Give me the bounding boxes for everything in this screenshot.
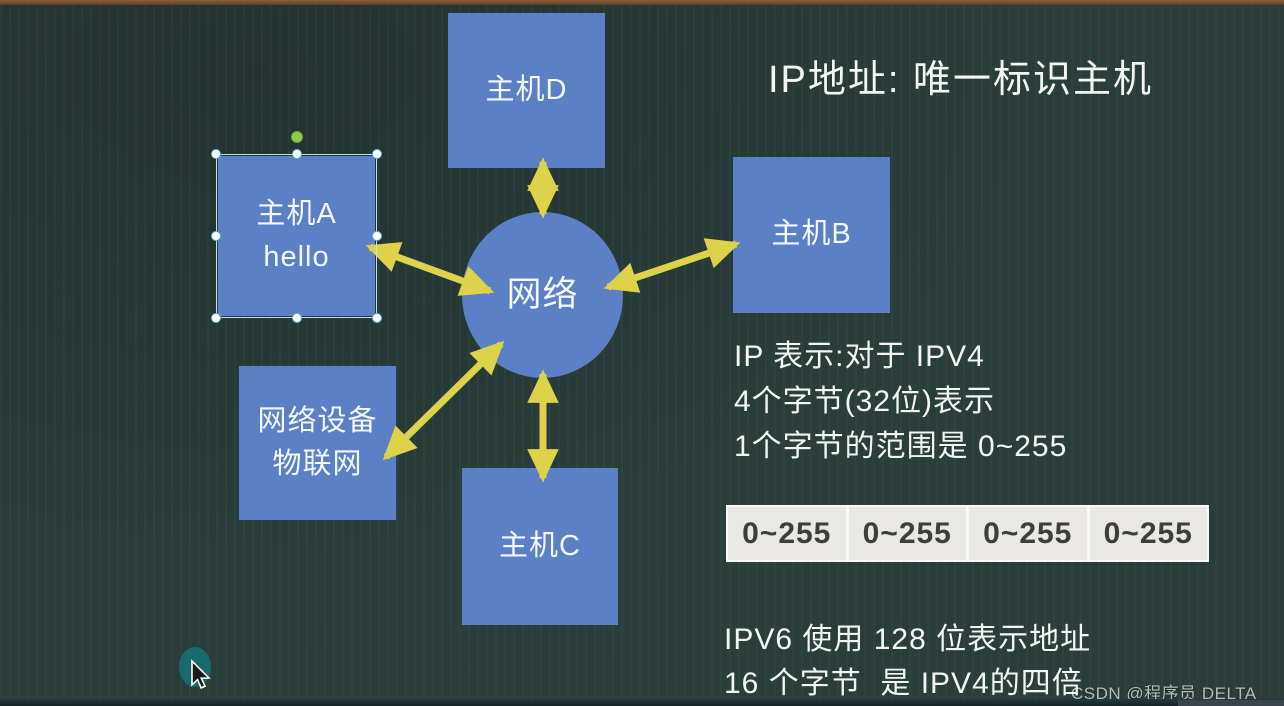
mouse-cursor (176, 645, 224, 702)
node-host-d[interactable]: 主机D (448, 13, 605, 168)
resize-handle-top-middle[interactable] (291, 149, 302, 159)
ipv4-line-2: 4个字节(32位)表示 (734, 385, 996, 418)
byte-range-cell-3: 0~255 (969, 507, 1087, 560)
node-iot[interactable]: 网络设备 物联网 (239, 366, 396, 520)
node-host-d-label: 主机D (485, 73, 568, 106)
node-host-a[interactable]: 主机A hello (218, 156, 375, 316)
node-host-a-label-line2: hello (263, 241, 330, 273)
resize-handle-middle-left[interactable] (211, 231, 221, 241)
chalkboard-frame-top (0, 0, 1284, 5)
byte-range-table: 0~255 0~255 0~255 0~255 (726, 505, 1209, 562)
node-host-c[interactable]: 主机C (462, 468, 618, 625)
csdn-watermark: CSDN @程序员 DELTA (1071, 684, 1257, 703)
arrow-network-host-b[interactable] (603, 238, 741, 293)
resize-handle-middle-right[interactable] (372, 231, 382, 241)
resize-handle-bottom-right[interactable] (372, 313, 382, 323)
resize-handle-bottom-left[interactable] (211, 313, 221, 323)
ipv4-line-3: 1个字节的范围是 0~255 (734, 430, 1068, 463)
node-iot-label-line1: 网络设备 (257, 404, 378, 437)
resize-handle-top-right[interactable] (372, 149, 382, 159)
ipv6-text-block: IPV6 使用 128 位表示地址 16 个字节 是 IPV4的四倍 (724, 618, 1091, 706)
ipv6-line-2: 16 个字节 是 IPV4的四倍 (724, 667, 1083, 700)
bottom-edge-band (0, 699, 1284, 706)
node-iot-label-line2: 物联网 (272, 448, 363, 480)
byte-range-cell-1: 0~255 (728, 507, 846, 560)
arrow-network-host-a[interactable] (365, 242, 495, 296)
ipv4-text-block: IP 表示:对于 IPV4 4个字节(32位)表示 1个字节的范围是 0~255 (734, 334, 1067, 469)
resize-handle-bottom-middle[interactable] (291, 313, 302, 323)
node-host-a-label-line1: 主机A (256, 197, 337, 230)
node-host-b[interactable]: 主机B (733, 157, 890, 313)
byte-range-cell-4: 0~255 (1089, 507, 1207, 560)
bottom-right-bar (1178, 700, 1284, 706)
pointer-arrow-icon (191, 659, 211, 689)
ipv4-line-1: IP 表示:对于 IPV4 (734, 340, 985, 373)
ipv6-line-1: IPV6 使用 128 位表示地址 (724, 623, 1092, 656)
node-host-b-label: 主机B (771, 218, 852, 251)
byte-range-cell-2: 0~255 (848, 507, 966, 560)
selection-box-host-a[interactable] (211, 131, 382, 323)
node-host-c-label: 主机C (499, 529, 581, 562)
rotation-handle[interactable] (290, 131, 303, 143)
slide-title: IP地址: 唯一标识主机 (768, 59, 1154, 101)
arrow-network-iot[interactable] (382, 340, 505, 461)
node-network-label: 网络 (506, 274, 579, 314)
resize-handle-top-left[interactable] (211, 149, 221, 159)
